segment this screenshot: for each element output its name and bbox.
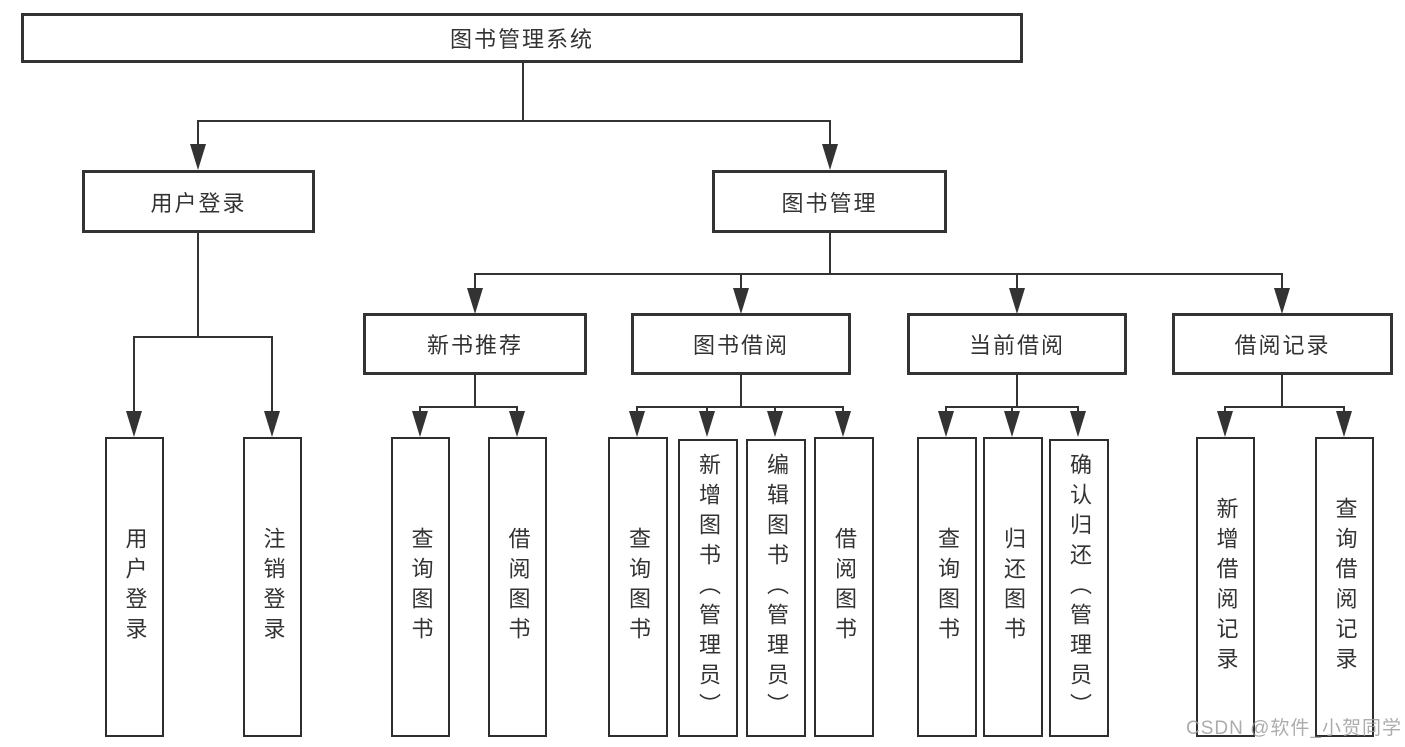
connector-stem [133, 336, 135, 413]
module-node-current-borrow: 当前借阅 [907, 313, 1127, 375]
leaf-label: 归还图书 [1001, 527, 1026, 647]
connector-book-mgmt-trunk [829, 233, 831, 273]
branch-node-book-mgmt: 图书管理 [712, 170, 947, 233]
leaf-label: 注销登录 [260, 527, 286, 647]
connector-stem [829, 120, 831, 146]
leaf-node-logout: 注销登录 [243, 437, 302, 737]
leaf-label: 借阅图书 [505, 527, 531, 647]
connector-current-borrow-trunk [1016, 375, 1018, 406]
leaf-node-return-books: 归还图书 [983, 437, 1043, 737]
module-node-new-book: 新书推荐 [363, 313, 587, 375]
connector-stem [1224, 406, 1226, 413]
leaf-label: 用户登录 [122, 527, 148, 647]
leaf-label: 查询图书 [408, 527, 434, 647]
leaf-node-add-borrow-record: 新增借阅记录 [1196, 437, 1255, 737]
connector-stem [740, 273, 742, 289]
connector-stem [945, 406, 947, 413]
arrowhead-down-icon [412, 411, 428, 437]
arrowhead-down-icon [1009, 288, 1025, 314]
leaf-node-query-books-current: 查询图书 [917, 437, 977, 737]
connector-stem [1343, 406, 1345, 413]
leaf-node-user-login: 用户登录 [105, 437, 164, 737]
connector-stem [197, 120, 199, 146]
leaf-label: 确认归还（管理员） [1067, 453, 1092, 723]
csdn-watermark: CSDN @软件_小贺同学 [1186, 718, 1402, 739]
arrowhead-down-icon [126, 411, 142, 437]
arrowhead-down-icon [264, 411, 280, 437]
leaf-label: 新增图书（管理员） [696, 453, 721, 723]
connector-book-borrow-trunk [740, 375, 742, 406]
connector-stem [1011, 406, 1013, 413]
connector-stem [706, 406, 708, 413]
branch-node-user-login: 用户登录 [82, 170, 315, 233]
connector-stem [271, 336, 273, 413]
connector-level3 [474, 273, 1282, 275]
connector-level2 [197, 120, 831, 122]
connector-new-book-trunk [474, 375, 476, 406]
arrowhead-down-icon [1004, 411, 1020, 437]
leaf-node-borrow-books: 借阅图书 [814, 437, 874, 737]
connector-root-trunk [522, 63, 524, 120]
leaf-label: 新增借阅记录 [1213, 497, 1239, 677]
arrowhead-down-icon [1070, 411, 1086, 437]
arrowhead-down-icon [733, 288, 749, 314]
connector-stem [1077, 406, 1079, 413]
connector-stem [636, 406, 638, 413]
leaf-node-add-books-admin: 新增图书（管理员） [678, 439, 738, 737]
arrowhead-down-icon [938, 411, 954, 437]
connector-book-borrow-children [636, 406, 844, 408]
arrowhead-down-icon [835, 411, 851, 437]
leaf-node-query-books-borrow: 查询图书 [608, 437, 668, 737]
leaf-node-borrow-books-newbook: 借阅图书 [488, 437, 547, 737]
arrowhead-down-icon [1217, 411, 1233, 437]
connector-user-login-children [133, 336, 273, 338]
connector-new-book-children [419, 406, 518, 408]
arrowhead-down-icon [1274, 288, 1290, 314]
module-node-book-borrow: 图书借阅 [631, 313, 851, 375]
connector-stem [1016, 273, 1018, 289]
root-node-library-system: 图书管理系统 [21, 13, 1023, 63]
arrowhead-down-icon [509, 411, 525, 437]
arrowhead-down-icon [699, 411, 715, 437]
arrowhead-down-icon [1336, 411, 1352, 437]
connector-stem [774, 406, 776, 413]
leaf-node-query-books-newbook: 查询图书 [391, 437, 450, 737]
leaf-label: 查询借阅记录 [1332, 497, 1358, 677]
connector-borrow-records-children [1224, 406, 1345, 408]
leaf-label: 借阅图书 [832, 527, 857, 647]
leaf-node-confirm-return-admin: 确认归还（管理员） [1049, 439, 1109, 737]
leaf-label: 查询图书 [626, 527, 651, 647]
leaf-node-edit-books-admin: 编辑图书（管理员） [746, 439, 806, 737]
connector-stem [1281, 273, 1283, 289]
connector-stem [474, 273, 476, 289]
connector-stem [419, 406, 421, 413]
connector-stem [842, 406, 844, 413]
arrowhead-down-icon [190, 144, 206, 170]
leaf-label: 查询图书 [935, 527, 960, 647]
connector-stem [516, 406, 518, 413]
arrowhead-down-icon [822, 144, 838, 170]
leaf-node-query-borrow-record: 查询借阅记录 [1315, 437, 1374, 737]
arrowhead-down-icon [629, 411, 645, 437]
arrowhead-down-icon [767, 411, 783, 437]
leaf-label: 编辑图书（管理员） [764, 453, 789, 723]
module-node-borrow-records: 借阅记录 [1172, 313, 1393, 375]
connector-borrow-records-trunk [1281, 375, 1283, 406]
arrowhead-down-icon [467, 288, 483, 314]
connector-user-login-trunk [197, 233, 199, 336]
